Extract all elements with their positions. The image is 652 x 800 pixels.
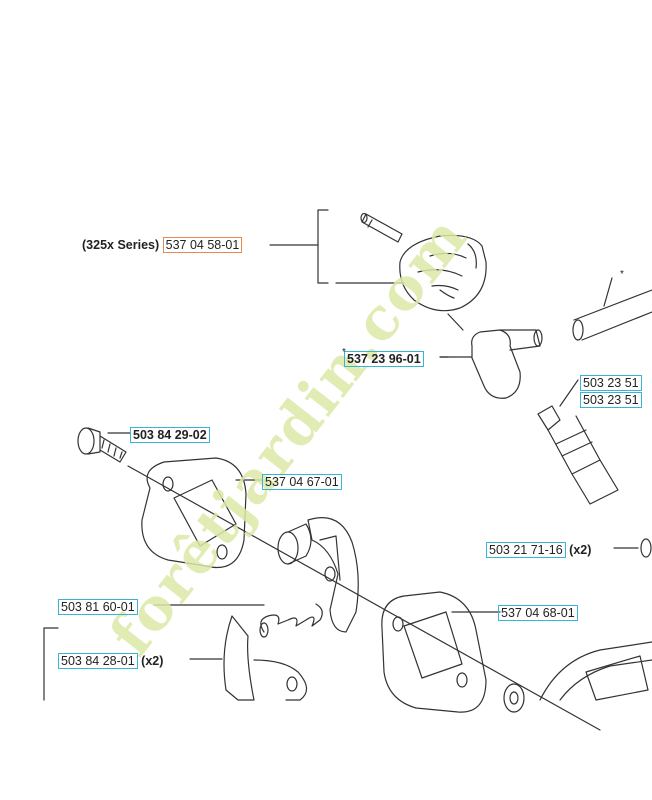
series-note: (325x Series) [82, 238, 160, 252]
clutch-shoe-left-part [189, 615, 308, 701]
plate2-label: 537 04 68-01 [498, 605, 578, 621]
cap-bracket [269, 209, 329, 284]
part-number-boot[interactable]: 537 23 96-01 [344, 351, 424, 367]
nut-label: 503 21 71-16 (x2) [486, 542, 591, 558]
part-number-nut[interactable]: 503 21 71-16 [486, 542, 566, 558]
spark-plug-part [537, 379, 619, 505]
boot-part [439, 329, 543, 399]
spring-label: 503 81 60-01 [58, 599, 138, 615]
wire-part [572, 277, 652, 341]
part-number-cap[interactable]: 537 04 58-01 [162, 237, 243, 253]
plate2-part [381, 591, 501, 713]
plate1-label: 537 04 67-01 [262, 474, 342, 490]
wire-star: * [620, 269, 624, 280]
spark-label-2: 503 23 51 [580, 392, 642, 408]
spring-part [153, 603, 323, 638]
boot-label: 537 23 96-01 [344, 351, 424, 367]
nut-part [613, 538, 652, 558]
bushing-part [277, 523, 312, 565]
washer-qty: (x2) [141, 654, 164, 668]
screw-label: 503 84 29-02 [130, 427, 210, 443]
part-number-spark-1[interactable]: 503 23 51 [580, 375, 642, 391]
boot-star: * [342, 347, 346, 358]
part-number-plate1[interactable]: 537 04 67-01 [262, 474, 342, 490]
cap-part [335, 234, 487, 331]
part-number-screw[interactable]: 503 84 29-02 [130, 427, 210, 443]
cap-label: (325x Series) 537 04 58-01 [82, 237, 243, 253]
nut-qty: (x2) [569, 543, 592, 557]
washer-part [503, 683, 525, 713]
screw-part [77, 427, 131, 463]
washer-label: 503 84 28-01 (x2) [58, 653, 163, 669]
axis-line [127, 465, 601, 731]
housing-part [539, 641, 652, 701]
pin-part [360, 212, 403, 243]
part-number-spark-2[interactable]: 503 23 51 [580, 392, 642, 408]
left-bracket [43, 627, 59, 701]
plate1-part [141, 457, 263, 568]
spark-label-1: 503 23 51 [580, 375, 642, 391]
clutch-shoe-part [307, 517, 359, 633]
part-number-plate2[interactable]: 537 04 68-01 [498, 605, 578, 621]
part-number-spring[interactable]: 503 81 60-01 [58, 599, 138, 615]
part-number-washer[interactable]: 503 84 28-01 [58, 653, 138, 669]
